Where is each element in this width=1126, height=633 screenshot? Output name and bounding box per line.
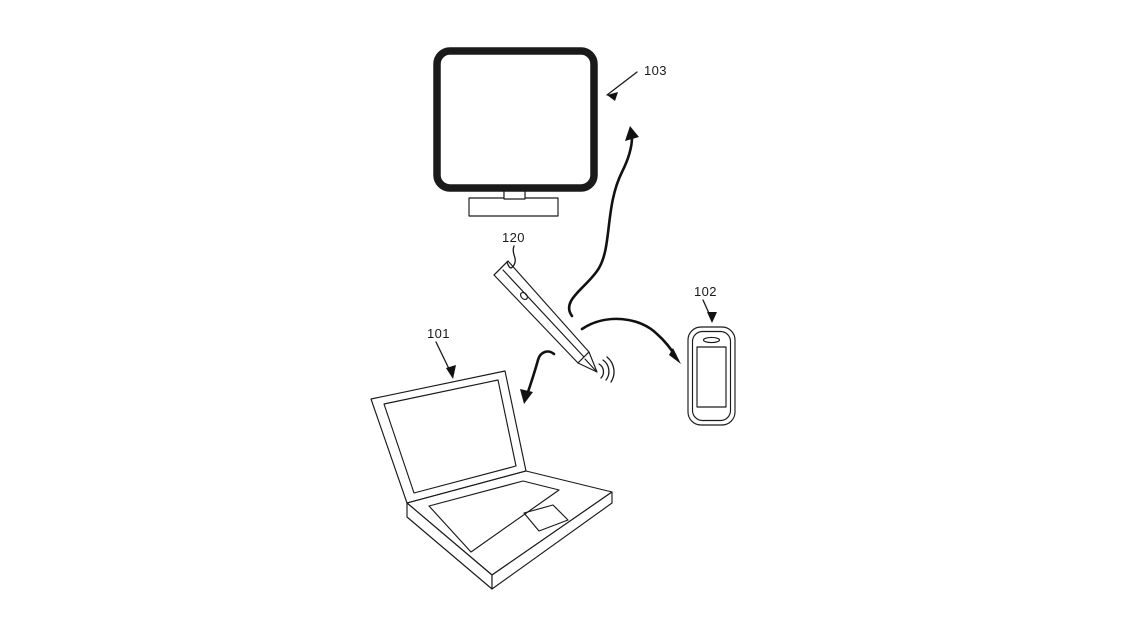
- ref-label-laptop: 101: [427, 326, 450, 341]
- stylus-cap: [493, 260, 509, 276]
- laptop-base-front-edge: [491, 491, 613, 590]
- monitor-screen: [437, 51, 594, 188]
- laptop-keyboard-area: [428, 480, 560, 553]
- signal-arrow-stylus-to-monitor: [568, 126, 639, 318]
- arrowhead-to-smartphone: [669, 348, 681, 364]
- signal-arrow-stylus-to-laptop: [520, 350, 556, 404]
- arrowhead-to-laptop: [520, 389, 533, 404]
- leader-arrowhead-101: [446, 365, 456, 379]
- monitor-bezel: [433, 47, 598, 192]
- leader-arrowhead-103: [607, 92, 618, 101]
- monitor-base: [468, 197, 559, 217]
- laptop-hinge: [406, 470, 527, 504]
- signal-waves-icon: [598, 356, 615, 383]
- signal-arrow-stylus-to-smartphone: [580, 317, 681, 364]
- stylus-reference-leader: 120: [502, 230, 525, 269]
- stylus-pen[interactable]: [493, 260, 615, 383]
- stylus-tip-edge: [584, 358, 597, 372]
- trackpad-icon: [523, 504, 569, 532]
- smartphone-reference-leader: 102: [694, 284, 717, 323]
- phone-screen: [696, 346, 727, 408]
- ref-label-monitor: 103: [644, 63, 667, 78]
- leader-arrowhead-102: [707, 312, 717, 323]
- laptop-screen: [383, 379, 517, 494]
- monitor-reference-leader: 103: [606, 63, 667, 101]
- smartphone[interactable]: [687, 326, 736, 426]
- phone-outer-shell: [687, 326, 736, 426]
- laptop-computer[interactable]: [370, 370, 613, 590]
- stylus-button[interactable]: [519, 291, 529, 301]
- stylus-ridge: [502, 269, 585, 358]
- ref-label-stylus: 120: [502, 230, 525, 245]
- earpiece-slit-icon: [702, 336, 721, 344]
- arrowhead-to-monitor: [625, 126, 639, 141]
- laptop-reference-leader: 101: [427, 326, 456, 379]
- ref-label-smartphone: 102: [694, 284, 717, 299]
- display-monitor[interactable]: [433, 47, 598, 217]
- phone-inner-bezel: [691, 330, 732, 422]
